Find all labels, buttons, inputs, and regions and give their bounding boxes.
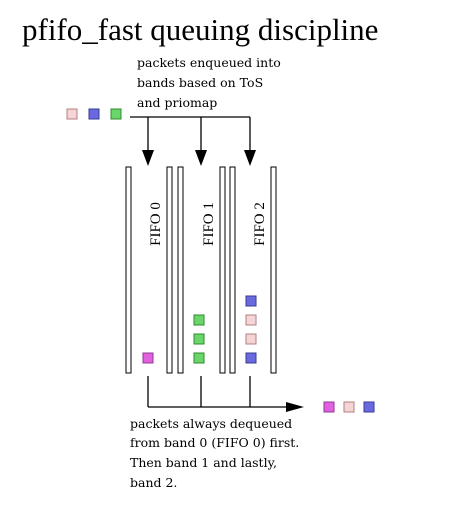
diagram-title: pfifo_fast queuing discipline <box>22 12 378 47</box>
fifo-1-packet-green <box>193 352 205 364</box>
fifo-1-packet-green <box>193 333 205 345</box>
arrow-to-fifo-1 <box>195 150 207 166</box>
dequeue-arrows <box>147 376 304 412</box>
incoming-packet-blue <box>88 108 100 120</box>
enqueue-note-line-2: bands based on ToS <box>137 75 263 90</box>
fifo-1-packet-green <box>193 314 205 326</box>
fifo-1-label: FIFO 1 <box>201 202 217 246</box>
fifo-2-packet-blue <box>245 352 257 364</box>
incoming-packet-pink <box>66 108 78 120</box>
arrow-to-fifo-0 <box>142 150 154 166</box>
band-walls <box>125 166 277 374</box>
outgoing-packet-blue <box>363 401 375 413</box>
fifo-2-label: FIFO 2 <box>252 202 268 246</box>
enqueue-note-line-1: packets enqueued into <box>137 55 281 70</box>
enqueue-distribution-arrows <box>130 116 256 166</box>
dequeue-note-line-3: Then band 1 and lastly, <box>130 455 277 470</box>
outgoing-packet-magenta <box>323 401 335 413</box>
fifo-2-packet-pink <box>245 333 257 345</box>
queued-packets <box>142 295 257 364</box>
outgoing-packets <box>323 401 375 413</box>
dequeue-note-line-2: from band 0 (FIFO 0) first. <box>130 435 299 450</box>
dequeue-arrow-head <box>286 402 304 412</box>
outgoing-packet-pink <box>343 401 355 413</box>
dequeue-note-line-1: packets always dequeued <box>130 416 292 431</box>
dequeue-note-line-4: band 2. <box>130 475 177 490</box>
enqueue-note-line-3: and priomap <box>137 95 217 110</box>
arrow-to-fifo-2 <box>244 150 256 166</box>
fifo-0-packet-magenta <box>142 352 154 364</box>
fifo-0-label: FIFO 0 <box>148 202 164 246</box>
incoming-packets <box>66 108 122 120</box>
fifo-2-packet-blue <box>245 295 257 307</box>
incoming-packet-green <box>110 108 122 120</box>
fifo-2-packet-pink <box>245 314 257 326</box>
